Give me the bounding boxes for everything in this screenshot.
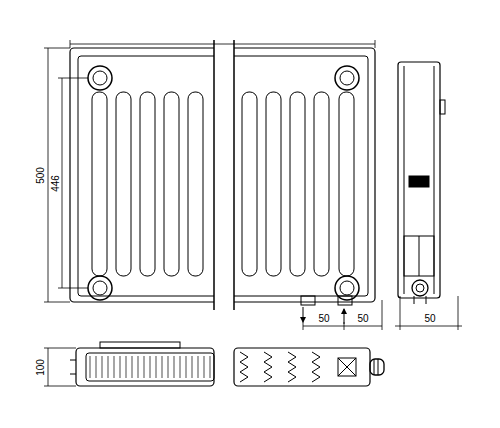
dimension-label: 500 <box>35 166 46 185</box>
dimension-lines <box>44 40 462 386</box>
side-view <box>398 62 445 304</box>
dimension-label: 50 <box>356 313 369 324</box>
dimension-label: 100 <box>35 358 46 377</box>
top-view <box>70 342 384 386</box>
dimension-label: 50 <box>423 313 436 324</box>
dimension-label: 50 <box>317 313 330 324</box>
dimension-label: 446 <box>50 174 61 193</box>
front-view <box>70 40 375 400</box>
